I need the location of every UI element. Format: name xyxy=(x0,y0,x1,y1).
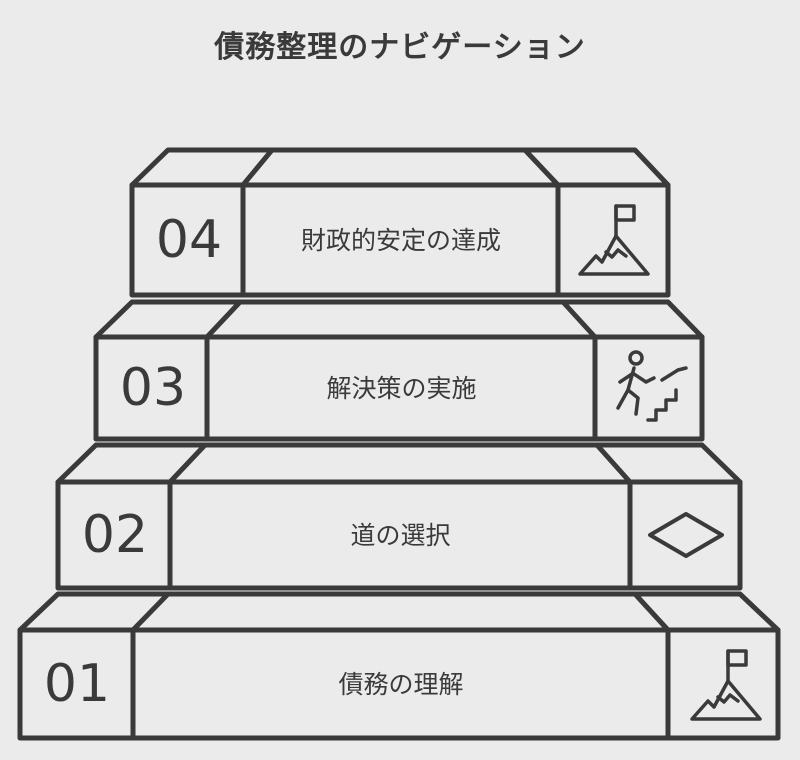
step-02-number: 02 xyxy=(81,505,149,565)
step-04-number: 04 xyxy=(155,210,223,270)
mountain-flag-icon xyxy=(690,649,762,721)
step-04-label: 財政的安定の達成 xyxy=(300,226,501,255)
diamond-icon xyxy=(648,512,724,558)
step-01-block xyxy=(17,591,781,741)
step-03-number: 03 xyxy=(119,358,187,418)
step-01-label: 債務の理解 xyxy=(338,670,464,699)
step-01-number: 01 xyxy=(43,654,111,714)
mountain-flag-icon xyxy=(578,204,650,276)
step-04-block xyxy=(129,147,671,298)
diagram-title: 債務整理のナビゲーション xyxy=(214,30,586,65)
step-02-label: 道の選択 xyxy=(350,521,451,550)
step-03-label: 解決策の実施 xyxy=(326,374,477,403)
step-03-block xyxy=(93,299,705,442)
person-climbing-stairs-icon xyxy=(616,350,688,422)
step-02-block xyxy=(55,442,743,591)
